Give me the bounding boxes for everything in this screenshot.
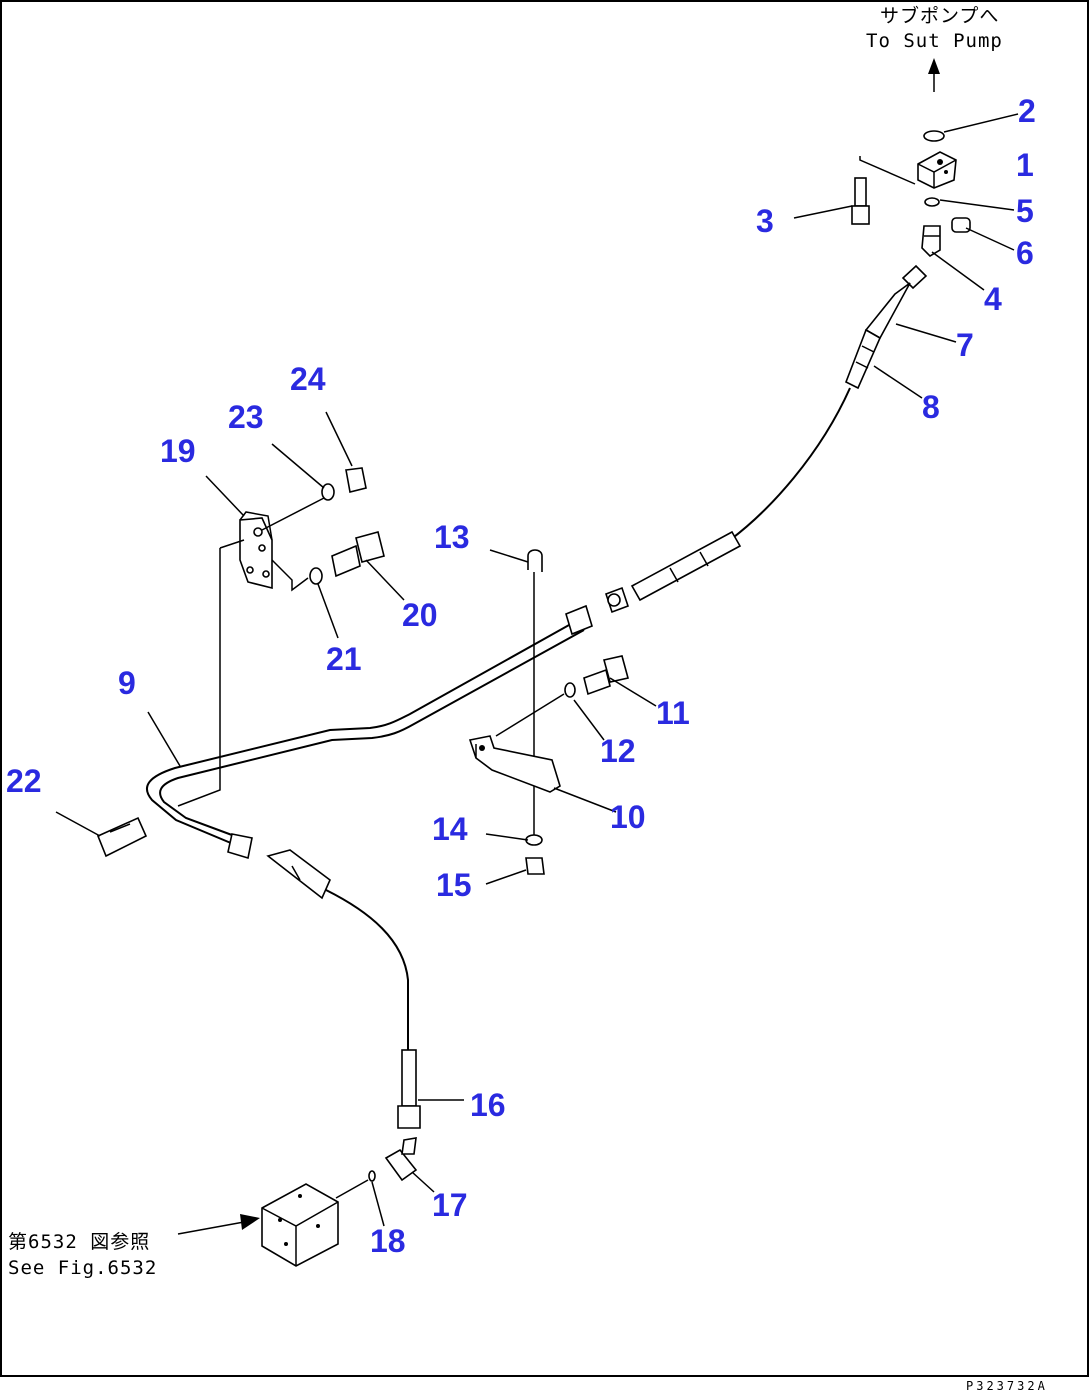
ref-label-8: 8	[922, 389, 940, 425]
tube-9-lower-nut	[227, 833, 253, 860]
ref-label-16: 16	[470, 1087, 506, 1123]
part-2-oring	[923, 130, 945, 142]
bracket-19-to-21-line	[271, 559, 309, 592]
ref-label-17: 17	[432, 1187, 468, 1223]
hose-upper-sleeve	[630, 530, 742, 602]
ref-label-7: 7	[956, 327, 974, 363]
ref-label-22: 22	[6, 763, 42, 799]
hose-upper	[729, 387, 851, 541]
part-21-washer	[309, 567, 323, 585]
part-11-bolt	[583, 655, 629, 696]
ref-label-19: 19	[160, 433, 196, 469]
part-4-elbow	[921, 225, 941, 258]
part-9-tube-outer	[159, 629, 585, 839]
part-24-nut	[345, 467, 367, 493]
part-8-hose-sleeve	[844, 328, 882, 390]
referenced-valve-block	[261, 1183, 339, 1267]
part-19-bracket	[239, 511, 273, 590]
ref-label-1: 1	[1016, 147, 1034, 183]
ref-label-14: 14	[432, 811, 468, 847]
ref-label-20: 20	[402, 597, 438, 633]
ref-label-9: 9	[118, 665, 136, 701]
part-17-elbow	[384, 1137, 418, 1182]
ref-label-2: 2	[1018, 93, 1036, 129]
part-16-hose-fitting	[397, 1049, 421, 1129]
part-22-clip	[96, 816, 148, 858]
note-to-sub-pump-jp: サブポンプへ	[880, 4, 999, 27]
ref-label-11: 11	[656, 695, 690, 731]
part-20-bolt	[331, 531, 385, 578]
drawing-code: P323732A	[966, 1379, 1048, 1393]
part-7-hose-fitting	[864, 264, 928, 340]
note-to-sub-pump-en: To Sut Pump	[866, 30, 1003, 52]
ref-label-24: 24	[290, 361, 326, 397]
ref-label-3: 3	[756, 203, 774, 239]
part-13-u-bolt	[527, 549, 543, 572]
ref-label-21: 21	[326, 641, 362, 677]
part-12-washer	[564, 682, 576, 698]
part-18-to-block-line	[335, 1179, 369, 1199]
bracket-line-1-3	[859, 156, 916, 185]
part-9-tube	[146, 619, 579, 847]
part-23-washer	[321, 483, 335, 501]
part-14-washer	[525, 834, 543, 846]
bracket-19-to-23-line	[261, 497, 325, 531]
part-18-oring	[368, 1170, 376, 1182]
note-see-fig-en: See Fig.6532	[8, 1257, 157, 1279]
tube-9-upper-nut	[565, 604, 593, 636]
ref-label-12: 12	[600, 733, 636, 769]
leader-lines	[55, 113, 1019, 1227]
ref-label-13: 13	[434, 519, 470, 555]
ref-label-4: 4	[984, 281, 1002, 317]
bracket-10-to-12-line	[495, 693, 565, 737]
part-6-plug	[951, 217, 971, 233]
part-10-bracket	[468, 735, 561, 793]
ref-label-6: 6	[1016, 235, 1034, 271]
lower-hose-sleeve	[266, 849, 331, 900]
reference-arrow-icon	[177, 1214, 260, 1235]
part-3-bolt	[851, 177, 870, 225]
part-5-oring	[924, 197, 940, 207]
bracket-19-support-line	[177, 548, 221, 807]
ref-label-18: 18	[370, 1223, 406, 1259]
ref-label-5: 5	[1016, 193, 1034, 229]
ref-label-23: 23	[228, 399, 264, 435]
part-15-nut	[525, 857, 545, 875]
part-1-block	[917, 151, 957, 189]
hose-lower	[325, 889, 409, 1050]
hose-upper-end-fitting	[604, 586, 630, 614]
direction-arrow-icon	[928, 58, 940, 92]
ref-label-10: 10	[610, 799, 646, 835]
note-see-fig-jp: 第6532 図参照	[8, 1231, 150, 1253]
ref-label-15: 15	[436, 867, 472, 903]
bracket-19-top-line	[219, 539, 245, 549]
